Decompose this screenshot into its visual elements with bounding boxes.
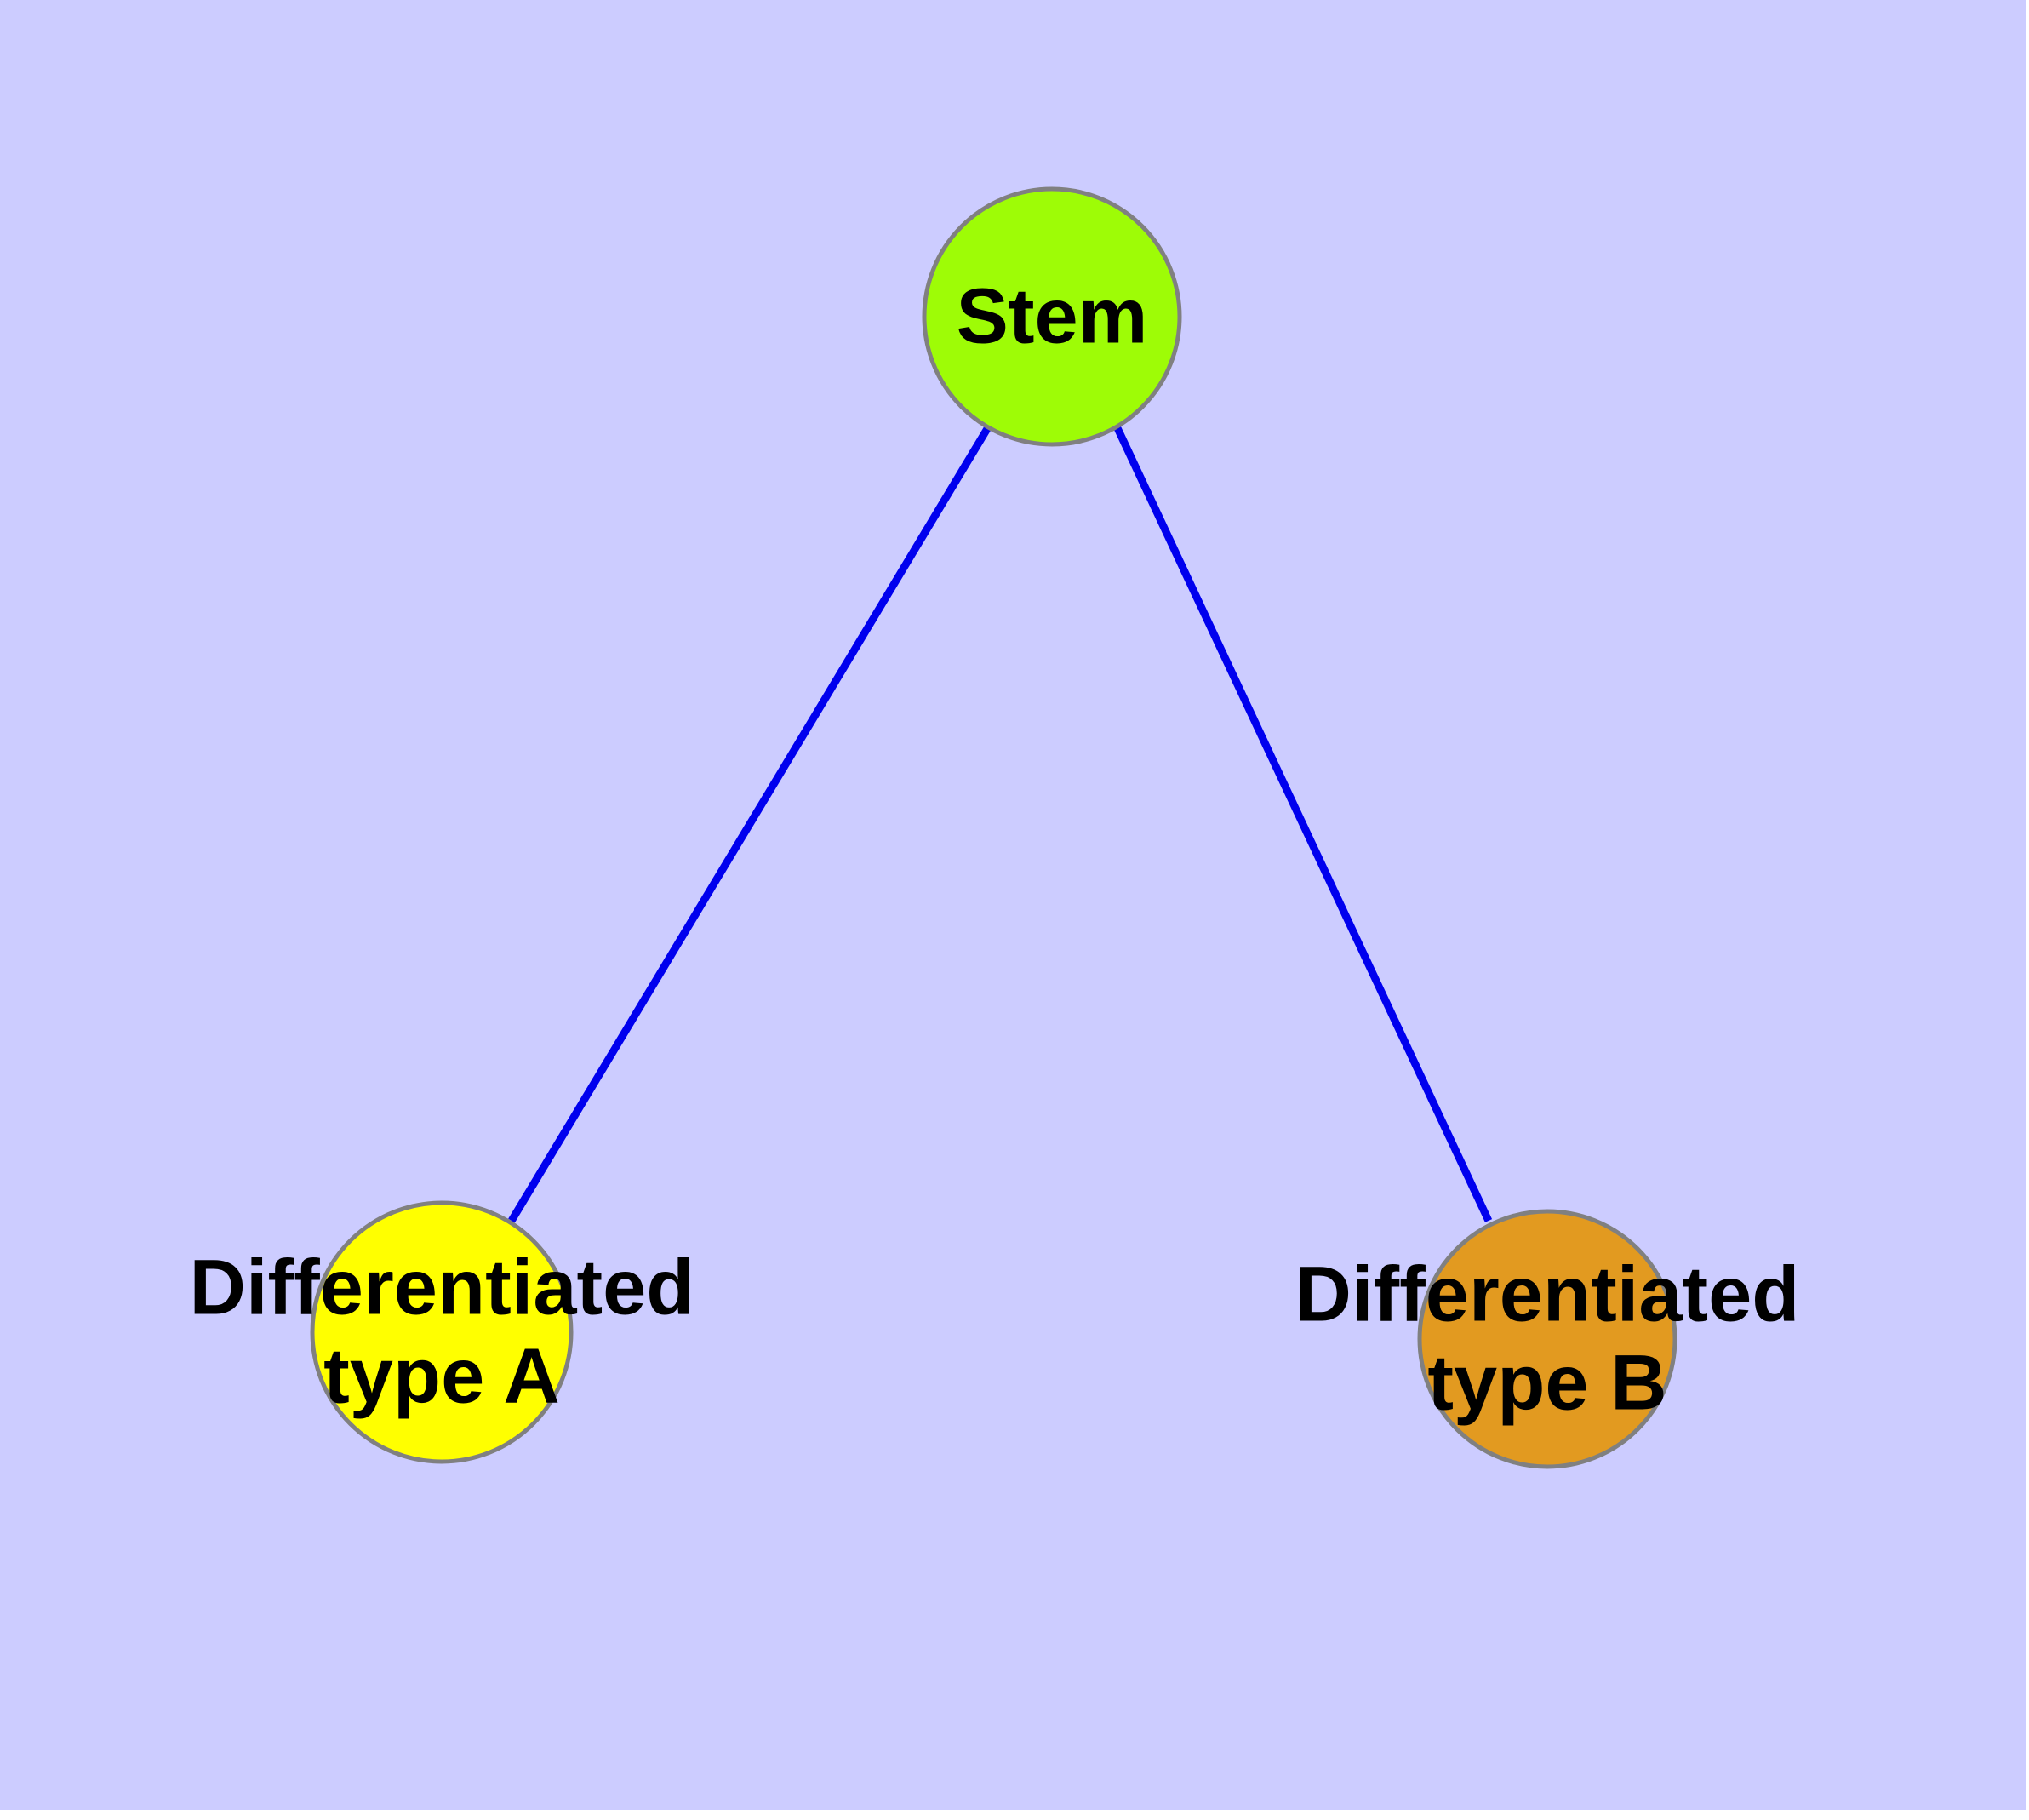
node-differentiated-type-b-circle[interactable]: [1417, 1209, 1677, 1469]
node-differentiated-type-a[interactable]: [310, 1200, 574, 1464]
edge-layer: [508, 425, 1493, 1223]
node-stem-label: Stem: [957, 273, 1148, 360]
node-differentiated-type-b[interactable]: [1417, 1209, 1677, 1469]
node-differentiated-type-a-circle[interactable]: [310, 1200, 574, 1464]
node-layer: [310, 186, 1677, 1469]
edge-stem-to-differentiated-type-b[interactable]: [1113, 426, 1493, 1222]
edge-stem-to-differentiated-type-a[interactable]: [508, 425, 992, 1223]
node-stem-circle[interactable]: [922, 186, 1182, 447]
node-stem[interactable]: [922, 186, 1182, 447]
